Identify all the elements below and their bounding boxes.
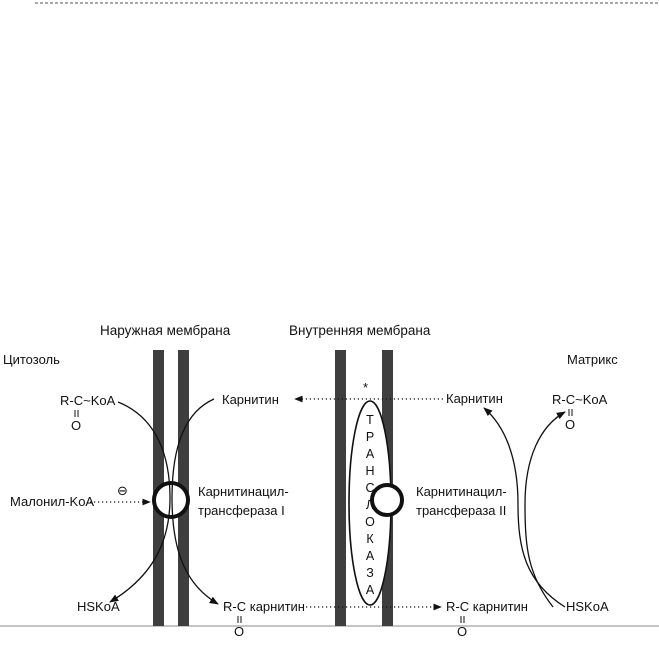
inhibition-symbol: ⊖ (117, 483, 128, 498)
acylcarnitine-matrix: R-C карнитин (446, 599, 528, 614)
cytosol-label: Цитозоль (3, 352, 60, 367)
cpt2-acyl-coa-out-arc (524, 411, 566, 608)
cpt2-label-line2: трансфераза II (416, 503, 506, 518)
cpt1-carrier-circle (152, 481, 190, 519)
translocase-letter: Р (366, 430, 374, 444)
translocase-letter: А (366, 549, 375, 563)
acylcarnitine-matrix-oxygen: O (457, 624, 467, 639)
translocase-letter: Т (366, 413, 374, 427)
translocase-letter: О (365, 515, 375, 529)
hskoa-matrix: HSKoA (566, 599, 609, 614)
carnitine-intermembrane: Карнитин (222, 392, 279, 407)
translocase-letter: З (366, 566, 374, 580)
cpt2-label-line1: Карнитинацил- (416, 484, 507, 499)
acylcarnitine-intermembrane-oxygen: O (234, 624, 244, 639)
cpt1-label-line1: Карнитинацил- (198, 484, 289, 499)
malonyl-coa-label: Малонил-KoA (10, 494, 94, 509)
acyl-coa-matrix: R-C~KoA (552, 392, 608, 407)
acylcarnitine-intermembrane: R-C карнитин (223, 599, 305, 614)
acyl-coa-matrix-oxygen: O (565, 417, 575, 432)
carnitine-matrix: Карнитин (446, 391, 503, 406)
hskoa-cytosol: HSKoA (77, 599, 120, 614)
asterisk-mark: * (363, 380, 368, 395)
translocase-letter: А (366, 447, 375, 461)
cpt2-carrier-circle (370, 483, 404, 517)
cpt1-label-line2: трансфераза I (198, 503, 285, 518)
cpt1-acyl-coa-in-arc (109, 401, 171, 603)
acyl-coa-cytosol: R-C~KoA (60, 393, 116, 408)
translocase-letter: С (365, 481, 374, 495)
cpt1-carnitine-arc (171, 398, 219, 605)
translocase-letter: К (366, 532, 374, 546)
matrix-label: Матрикс (567, 352, 618, 367)
translocase-letter: Л (366, 498, 374, 512)
translocase-letter: Н (365, 464, 374, 478)
translocase-letter: А (366, 583, 375, 597)
outer-membrane-label: Наружная мембрана (100, 323, 231, 338)
inner-membrane-label: Внутренняя мембрана (289, 323, 431, 338)
acyl-coa-cytosol-oxygen: O (71, 418, 81, 433)
